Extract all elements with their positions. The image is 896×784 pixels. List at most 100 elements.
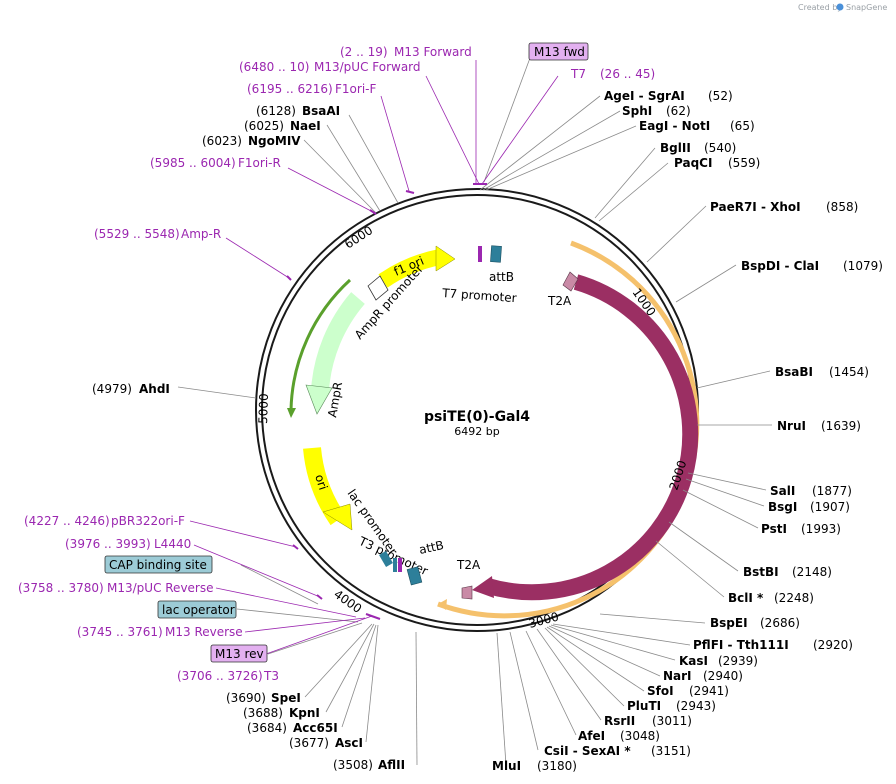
site-nrui-name[interactable]: NruI bbox=[777, 419, 806, 433]
site-afei-pos: (3048) bbox=[620, 729, 660, 743]
tick-4000: 4000 bbox=[331, 587, 364, 616]
t2a-top-feature[interactable] bbox=[562, 271, 579, 292]
primer-m13puc-reverse-name[interactable]: M13/pUC Reverse bbox=[107, 581, 214, 595]
site-bsgi-name[interactable]: BsgI bbox=[768, 500, 797, 514]
watermark-created-by: Created by bbox=[798, 3, 842, 12]
site-naei-name[interactable]: NaeI bbox=[290, 119, 321, 133]
site-agei-pos: (52) bbox=[708, 89, 733, 103]
site-sexai-pos: (3151) bbox=[651, 744, 691, 758]
primer-amp-r-range: (5529 .. 5548) bbox=[94, 227, 180, 241]
right-leader-lines bbox=[415, 57, 772, 766]
primer-f1ori-f-range: (6195 .. 6216) bbox=[247, 82, 333, 96]
site-rsrii-name[interactable]: RsrII bbox=[604, 714, 635, 728]
t2a-bottom-label: T2A bbox=[456, 558, 481, 572]
cap-site-feature[interactable] bbox=[379, 550, 393, 568]
site-bstbi-pos: (2148) bbox=[792, 565, 832, 579]
site-kasi-name[interactable]: KasI bbox=[679, 654, 708, 668]
site-acc65i-name[interactable]: Acc65I bbox=[293, 721, 338, 735]
site-xhoi-pos: (858) bbox=[826, 200, 858, 214]
cap-binding-site-box[interactable] bbox=[104, 555, 213, 574]
primer-m13-forward-range: (2 .. 19) bbox=[340, 45, 388, 59]
primer-f1ori-f-name[interactable]: F1ori-F bbox=[335, 82, 376, 96]
site-sphi-pos: (62) bbox=[666, 104, 691, 118]
attb-top-feature[interactable] bbox=[490, 245, 502, 263]
primer-pbr322ori-f-range: (4227 .. 4246) bbox=[24, 514, 110, 528]
site-ngomiv-pos: (6023) bbox=[202, 134, 242, 148]
site-clai-name[interactable]: BspDI - ClaI bbox=[741, 259, 819, 273]
primer-l4440-range: (3976 .. 3993) bbox=[65, 537, 151, 551]
primer-m13puc-forward-range: (6480 .. 10) bbox=[239, 60, 309, 74]
m13-rev-label: M13 rev bbox=[215, 647, 264, 661]
site-ngomiv-name[interactable]: NgoMIV bbox=[248, 134, 301, 148]
primer-m13puc-forward-name[interactable]: M13/pUC Forward bbox=[314, 60, 421, 74]
watermark-brand: SnapGene bbox=[846, 3, 887, 12]
site-bspei-name[interactable]: BspEI bbox=[710, 616, 748, 630]
site-pluti-pos: (2943) bbox=[676, 699, 716, 713]
site-bcli-name[interactable]: BclI * bbox=[728, 591, 764, 605]
site-mlui-name[interactable]: MluI bbox=[492, 759, 521, 773]
primer-m13-reverse-name[interactable]: M13 Reverse bbox=[165, 625, 243, 639]
ampr-label: AmpR bbox=[325, 381, 345, 419]
site-nari-name[interactable]: NarI bbox=[663, 669, 692, 683]
site-xhoi-name[interactable]: PaeR7I - XhoI bbox=[710, 200, 801, 214]
primer-labels: (2 .. 19) M13 Forward (6480 .. 10) M13/p… bbox=[18, 45, 655, 683]
site-asci-name[interactable]: AscI bbox=[335, 736, 363, 750]
t3-feature[interactable] bbox=[398, 558, 402, 572]
site-sali-name[interactable]: SalI bbox=[770, 484, 795, 498]
primer-t3-name[interactable]: T3 bbox=[263, 669, 279, 683]
site-paqci-name[interactable]: PaqCI bbox=[674, 156, 712, 170]
site-eagi-name[interactable]: EagI - NotI bbox=[639, 119, 710, 133]
attb-bottom-feature[interactable] bbox=[406, 566, 423, 586]
site-bsabi-name[interactable]: BsaBI bbox=[775, 365, 813, 379]
ampr-feature[interactable] bbox=[311, 292, 365, 391]
site-afei-name[interactable]: AfeI bbox=[578, 729, 605, 743]
plasmid-size: 6492 bp bbox=[454, 425, 499, 438]
site-spei-name[interactable]: SpeI bbox=[271, 691, 301, 705]
site-aflii-name[interactable]: AflII bbox=[378, 758, 405, 772]
t2a-bottom-feature[interactable] bbox=[461, 585, 473, 600]
f1-ori-feature[interactable] bbox=[378, 249, 442, 288]
site-rsrii-pos: (3011) bbox=[652, 714, 692, 728]
site-sexai-name[interactable]: CsiI - SexAI * bbox=[544, 744, 631, 758]
site-bspei-pos: (2686) bbox=[760, 616, 800, 630]
site-bsaai-name[interactable]: BsaAI bbox=[302, 104, 340, 118]
site-pluti-name[interactable]: PluTI bbox=[627, 699, 661, 713]
site-sfoi-name[interactable]: SfoI bbox=[647, 684, 674, 698]
primer-t3-range: (3706 .. 3726) bbox=[177, 669, 263, 683]
lac-operator-feature[interactable] bbox=[393, 558, 397, 572]
lac-operator-box[interactable] bbox=[157, 600, 237, 619]
primer-m13-forward-name[interactable]: M13 Forward bbox=[394, 45, 472, 59]
t7-promoter-label: T7 promoter bbox=[441, 286, 517, 305]
ori-label: ori bbox=[312, 473, 330, 492]
m13-fwd-box[interactable] bbox=[528, 42, 589, 61]
left-enzyme-labels: (6128) BsaAI (6025) NaeI (6023) NgoMIV (… bbox=[92, 104, 363, 750]
f1-ori-arrowhead bbox=[435, 245, 456, 272]
site-bstbi-name[interactable]: BstBI bbox=[743, 565, 779, 579]
m13-fwd-label: M13 fwd bbox=[534, 45, 585, 59]
site-nari-pos: (2940) bbox=[703, 669, 743, 683]
primer-f1ori-r-name[interactable]: F1ori-R bbox=[238, 156, 281, 170]
ampr-track bbox=[289, 278, 352, 411]
site-kasi-pos: (2939) bbox=[718, 654, 758, 668]
ampr-promoter-feature[interactable] bbox=[367, 275, 389, 301]
left-leader-lines bbox=[177, 114, 399, 743]
site-ahdi-name[interactable]: AhdI bbox=[139, 382, 170, 396]
attb-top-label: attB bbox=[489, 270, 514, 284]
t7-promoter-marker bbox=[478, 246, 482, 262]
site-sali-pos: (1877) bbox=[812, 484, 852, 498]
site-psti-name[interactable]: PstI bbox=[761, 522, 787, 536]
site-kpni-name[interactable]: KpnI bbox=[289, 706, 320, 720]
site-agei-name[interactable]: AgeI - SgrAI bbox=[604, 89, 685, 103]
gal4-feature-arrow[interactable] bbox=[485, 274, 699, 601]
primer-amp-r-name[interactable]: Amp-R bbox=[181, 227, 221, 241]
lac-operator-label: lac operator bbox=[162, 603, 235, 617]
m13-rev-box[interactable] bbox=[210, 644, 268, 663]
site-aflii-pos: (3508) bbox=[333, 758, 373, 772]
site-tth111i-name[interactable]: PflFI - Tth111I bbox=[693, 638, 789, 652]
site-bglii-name[interactable]: BglII bbox=[660, 141, 691, 155]
primer-pbr322ori-f-name[interactable]: pBR322ori-F bbox=[111, 514, 185, 528]
site-sphi-name[interactable]: SphI bbox=[622, 104, 652, 118]
primer-t7-name[interactable]: T7 bbox=[570, 67, 586, 81]
site-kpni-pos: (3688) bbox=[243, 706, 283, 720]
primer-l4440-name[interactable]: L4440 bbox=[154, 537, 191, 551]
